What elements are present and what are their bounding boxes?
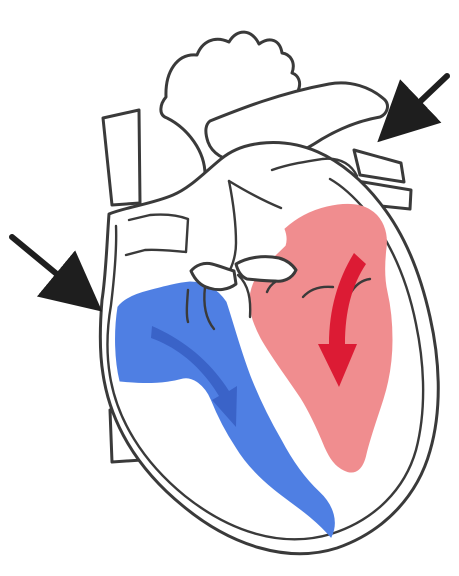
black-arrow-left-down-icon — [386, 76, 447, 134]
black-arrow-right-down-icon — [12, 237, 93, 304]
